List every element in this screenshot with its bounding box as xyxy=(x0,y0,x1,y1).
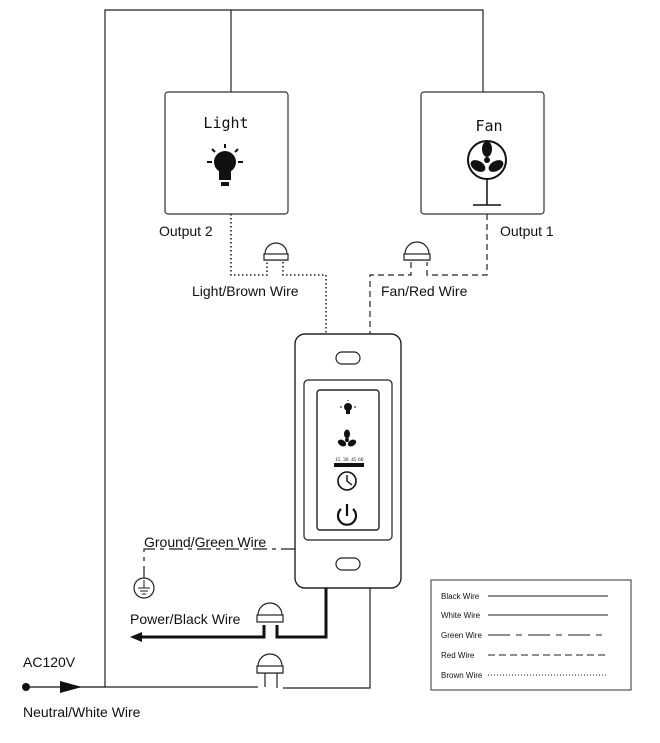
timer-tick-60: 60 xyxy=(358,457,364,463)
power-wire-nut xyxy=(256,602,284,623)
legend-green-label: Green Wire xyxy=(441,631,482,640)
neutral-wire-loop xyxy=(104,9,484,689)
bulb-icon xyxy=(207,144,243,186)
power-icon xyxy=(336,504,358,526)
clock-icon xyxy=(337,471,357,491)
timer-tick-15: 15 xyxy=(335,457,341,463)
green-wire xyxy=(143,548,295,578)
fan-wire-nut xyxy=(403,241,431,261)
fan-button-icon xyxy=(337,429,357,447)
legend-brown-label: Brown Wire xyxy=(441,671,483,680)
timer-scale: 15 30 45 60 xyxy=(334,457,364,467)
output2-label: Output 2 xyxy=(159,223,213,239)
ground-green-wire-label: Ground/Green Wire xyxy=(144,534,266,550)
ac-source-label: AC120V xyxy=(23,654,76,670)
legend-red-label: Red Wire xyxy=(441,651,475,660)
light-wire-nut xyxy=(263,242,289,261)
ground-icon xyxy=(133,577,155,599)
legend-white-label: White Wire xyxy=(441,611,481,620)
smart-switch: 15 30 45 60 xyxy=(294,333,402,589)
timer-tick-30: 30 xyxy=(343,457,349,463)
legend-black-label: Black Wire xyxy=(441,592,480,601)
timer-tick-45: 45 xyxy=(351,457,357,463)
ac-source xyxy=(22,681,105,693)
power-black-wire-label: Power/Black Wire xyxy=(130,611,241,627)
fan-icon xyxy=(467,140,507,206)
brown-wire xyxy=(230,214,327,334)
fan-box: Fan xyxy=(420,91,545,215)
neutral-wire-nut xyxy=(256,653,284,688)
output1-label: Output 1 xyxy=(500,223,554,239)
light-box: Light xyxy=(164,91,289,215)
fan-red-wire-label: Fan/Red Wire xyxy=(381,283,468,299)
light-label: Light xyxy=(203,114,248,132)
wire-legend: Black Wire White Wire Green Wire Red Wir… xyxy=(430,579,632,691)
fan-label: Fan xyxy=(475,117,502,135)
red-wire xyxy=(369,214,488,334)
black-wire xyxy=(130,588,328,642)
light-button-icon xyxy=(340,400,356,414)
neutral-white-wire-label: Neutral/White Wire xyxy=(23,704,141,720)
light-brown-wire-label: Light/Brown Wire xyxy=(192,283,299,299)
